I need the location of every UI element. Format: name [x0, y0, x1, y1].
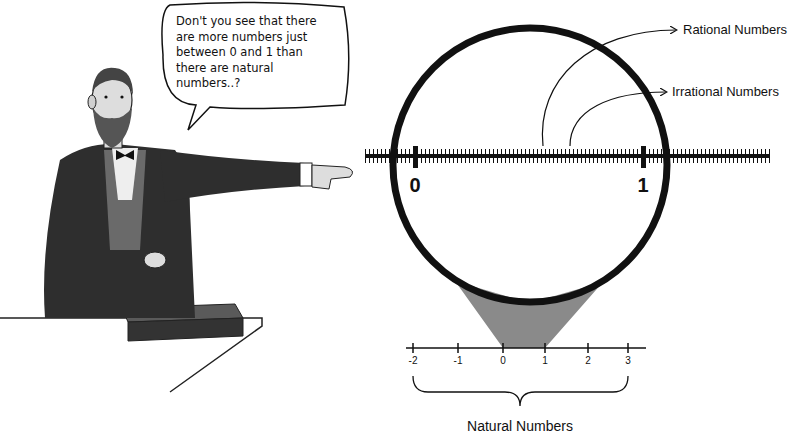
man-cuff: [300, 163, 312, 186]
speech-bubble: Don't you see that there are more number…: [160, 2, 350, 130]
desk-edge: [0, 318, 262, 392]
tick-label: -1: [454, 355, 463, 366]
tick-label: 1: [542, 355, 548, 366]
axis-label: Irrational Numbers: [672, 84, 779, 99]
bubble-text: Don't you see that there are more number…: [160, 2, 350, 102]
man-hand: [144, 252, 166, 268]
tick-label: 2: [585, 355, 591, 366]
tick-label: 0: [500, 355, 506, 366]
number-line: [406, 347, 646, 349]
major-tick: [413, 146, 418, 168]
book-side: [128, 318, 243, 341]
man-eye: [104, 95, 107, 98]
man-beard: [93, 108, 132, 148]
magnifier-circle: 01: [389, 24, 671, 306]
leader-arrow: [542, 30, 676, 146]
ruler-line: [365, 154, 770, 158]
number-ticks: [413, 343, 628, 353]
man-eye: [120, 95, 123, 98]
man-hair: [92, 68, 133, 95]
tick-label: 3: [625, 355, 631, 366]
man-shirt: [112, 148, 138, 200]
tick-label: 1: [637, 174, 648, 197]
man-ear: [88, 95, 96, 109]
circle-path: [393, 28, 667, 302]
circle-outline: [389, 24, 671, 306]
ruler-ticks: [365, 149, 770, 163]
man-pointing-arm: [160, 150, 305, 202]
brace-label: Natural Numbers: [467, 418, 573, 434]
axis-label: Rational Numbers: [683, 22, 787, 37]
man-bowtie: [116, 150, 134, 160]
tick-label: -2: [409, 355, 418, 366]
man-pointing-hand: [312, 165, 353, 189]
brace: [413, 376, 628, 406]
tick-label: 0: [409, 174, 420, 197]
major-tick: [641, 146, 646, 168]
